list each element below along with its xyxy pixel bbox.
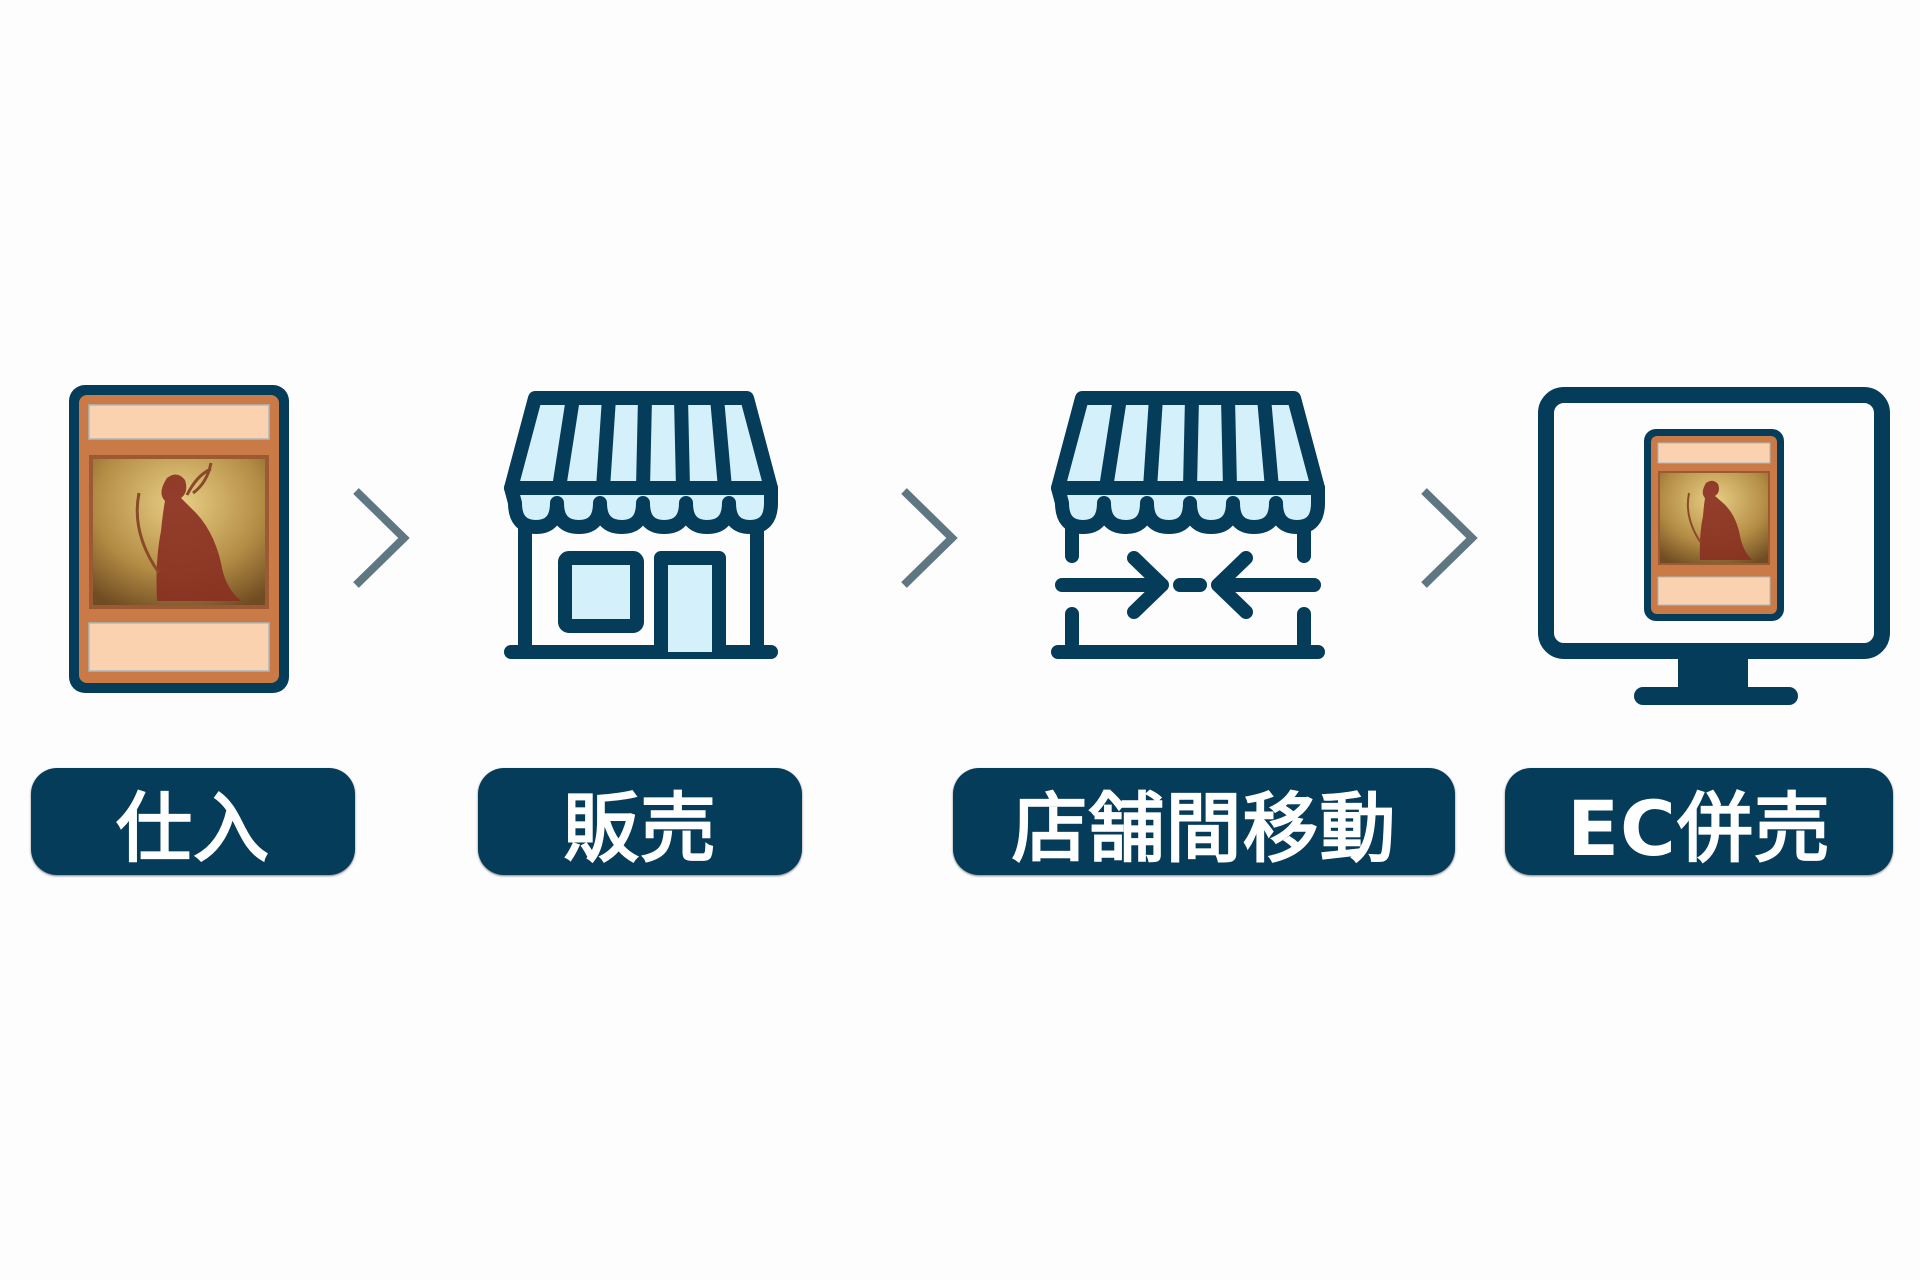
step-label-purchase: 仕入 (31, 768, 355, 875)
chevron-right-icon (350, 485, 410, 591)
step-label-store-transfer: 店舗間移動 (953, 768, 1455, 875)
monitor-card-icon (1538, 387, 1890, 712)
chevron-right-icon (1418, 485, 1478, 591)
step-label-sales: 販売 (478, 768, 802, 875)
step-label-ec-sales: EC併売 (1505, 768, 1893, 875)
trading-card-icon (67, 383, 291, 695)
store-transfer-icon (1050, 388, 1326, 664)
storefront-icon (503, 388, 779, 664)
chevron-right-icon (898, 485, 958, 591)
